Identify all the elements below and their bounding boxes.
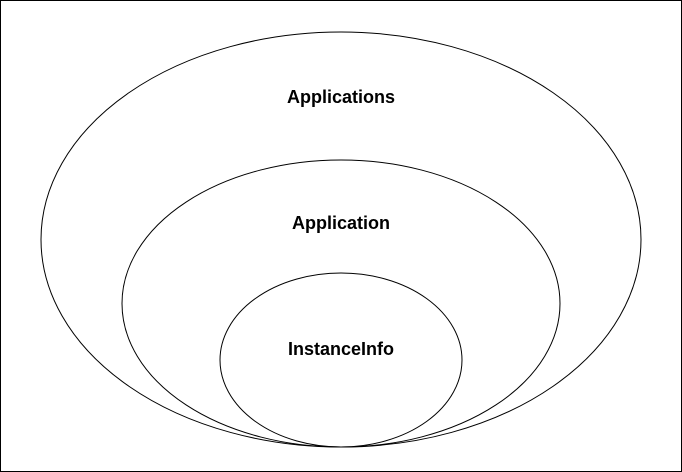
instanceinfo-label: InstanceInfo <box>288 339 394 359</box>
applications-label: Applications <box>287 87 395 107</box>
application-label: Application <box>292 213 390 233</box>
instanceinfo-ellipse <box>219 272 463 448</box>
